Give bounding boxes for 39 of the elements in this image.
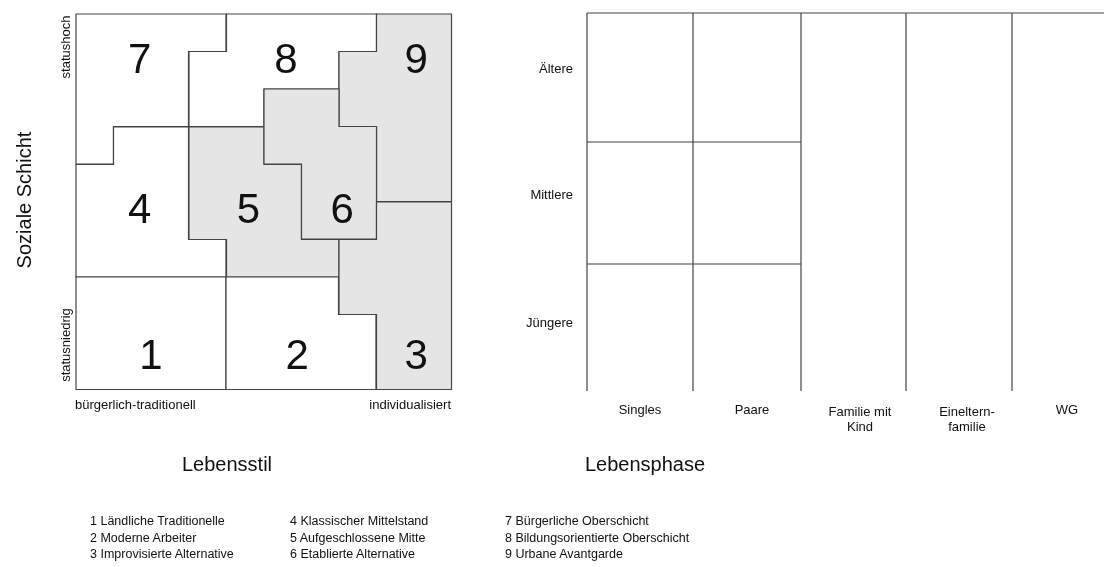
- axis-end-label: individualisiert: [369, 397, 451, 413]
- segment-number: 2: [285, 334, 309, 377]
- column-label: Singles: [618, 402, 662, 418]
- segment-area: [76, 126, 226, 277]
- segment-number: 1: [139, 334, 163, 377]
- row-label: Ältere: [539, 61, 573, 77]
- segment-area: [263, 89, 376, 239]
- axis-end-label: statusniedrig: [58, 308, 74, 382]
- segment-number: 3: [404, 334, 428, 377]
- legend-entry: 1 Ländliche Traditionelle: [90, 513, 225, 529]
- segment-number: 6: [330, 188, 354, 230]
- axis-end-label: statushoch: [58, 15, 74, 79]
- axis-title: Lebensstil: [182, 452, 273, 476]
- segment-area: [188, 14, 376, 127]
- legend-entry: 7 Bürgerliche Oberschicht: [505, 513, 649, 529]
- legend-entry: 8 Bildungsorientierte Oberschicht: [505, 530, 690, 546]
- row-label: Mittlere: [530, 187, 573, 203]
- column-label: Eineltern-familie: [938, 405, 996, 435]
- legend-entry: 9 Urbane Avantgarde: [505, 546, 623, 562]
- segment-area: [76, 14, 226, 164]
- axis-title: Soziale Schicht: [12, 131, 36, 269]
- legend-entry: 3 Improvisierte Alternative: [90, 546, 234, 562]
- legend-entry: 2 Moderne Arbeiter: [90, 530, 197, 546]
- row-label: Jüngere: [526, 315, 573, 331]
- column-label: WG: [1055, 402, 1079, 418]
- segment-number: 7: [128, 38, 152, 80]
- column-label: Familie mit Kind: [827, 405, 893, 435]
- legend-entry: 4 Klassischer Mittelstand: [290, 513, 429, 529]
- legend-entry: 6 Etablierte Alternative: [290, 546, 416, 562]
- segment-number: 4: [128, 188, 152, 230]
- segment-area: [226, 276, 376, 389]
- segment-area: [76, 276, 226, 389]
- axis-end-label: bürgerlich-traditionell: [75, 397, 196, 413]
- axis-title: Lebensphase: [585, 452, 706, 476]
- legend-entry: 5 Aufgeschlossene Mitte: [290, 530, 426, 546]
- segment-number: 9: [404, 38, 428, 80]
- column-label: Paare: [734, 402, 770, 418]
- segment-number: 5: [236, 188, 261, 230]
- segment-number: 8: [274, 38, 298, 80]
